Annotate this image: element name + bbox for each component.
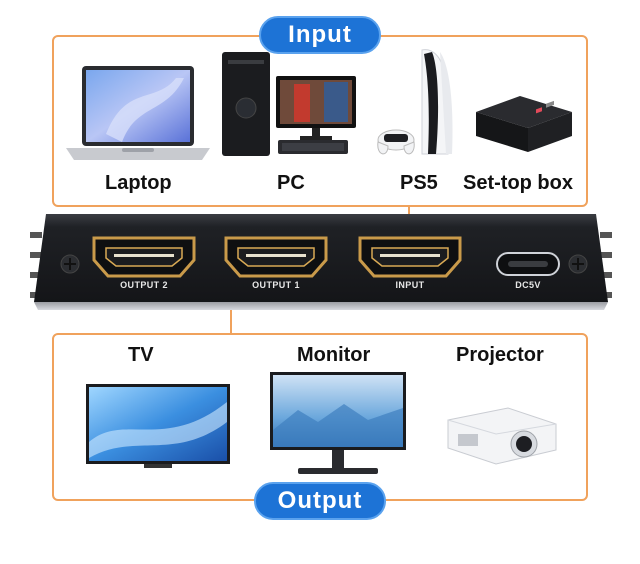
display-label-projector: Projector <box>456 344 544 366</box>
projector-image <box>447 407 557 465</box>
hdmi-port-output-2[interactable] <box>92 236 196 278</box>
usb-c-power-port[interactable] <box>496 252 560 276</box>
tv-image <box>86 384 230 468</box>
set-top-box-image <box>476 96 572 152</box>
display-label-monitor: Monitor <box>297 344 371 366</box>
port-label-output-2: OUTPUT 2 <box>120 280 168 290</box>
output-heading-pill: Output <box>254 482 386 520</box>
input-heading-pill: Input <box>259 16 381 54</box>
ps5-image <box>377 49 453 155</box>
source-label-pc: PC <box>277 172 305 194</box>
hdmi-port-input[interactable] <box>358 236 462 278</box>
port-label-output-1: OUTPUT 1 <box>252 280 300 290</box>
display-label-tv: TV <box>128 344 154 366</box>
output-connector-vertical <box>230 306 232 334</box>
source-label-set-top-box: Set-top box <box>463 172 573 194</box>
port-label-dc5v: DC5V <box>515 280 541 290</box>
monitor-image <box>270 372 406 474</box>
hdmi-port-output-1[interactable] <box>224 236 328 278</box>
source-label-ps5: PS5 <box>400 172 438 194</box>
pc-image <box>222 52 356 156</box>
laptop-image <box>66 66 210 160</box>
port-label-input: INPUT <box>395 280 425 290</box>
source-label-laptop: Laptop <box>105 172 172 194</box>
